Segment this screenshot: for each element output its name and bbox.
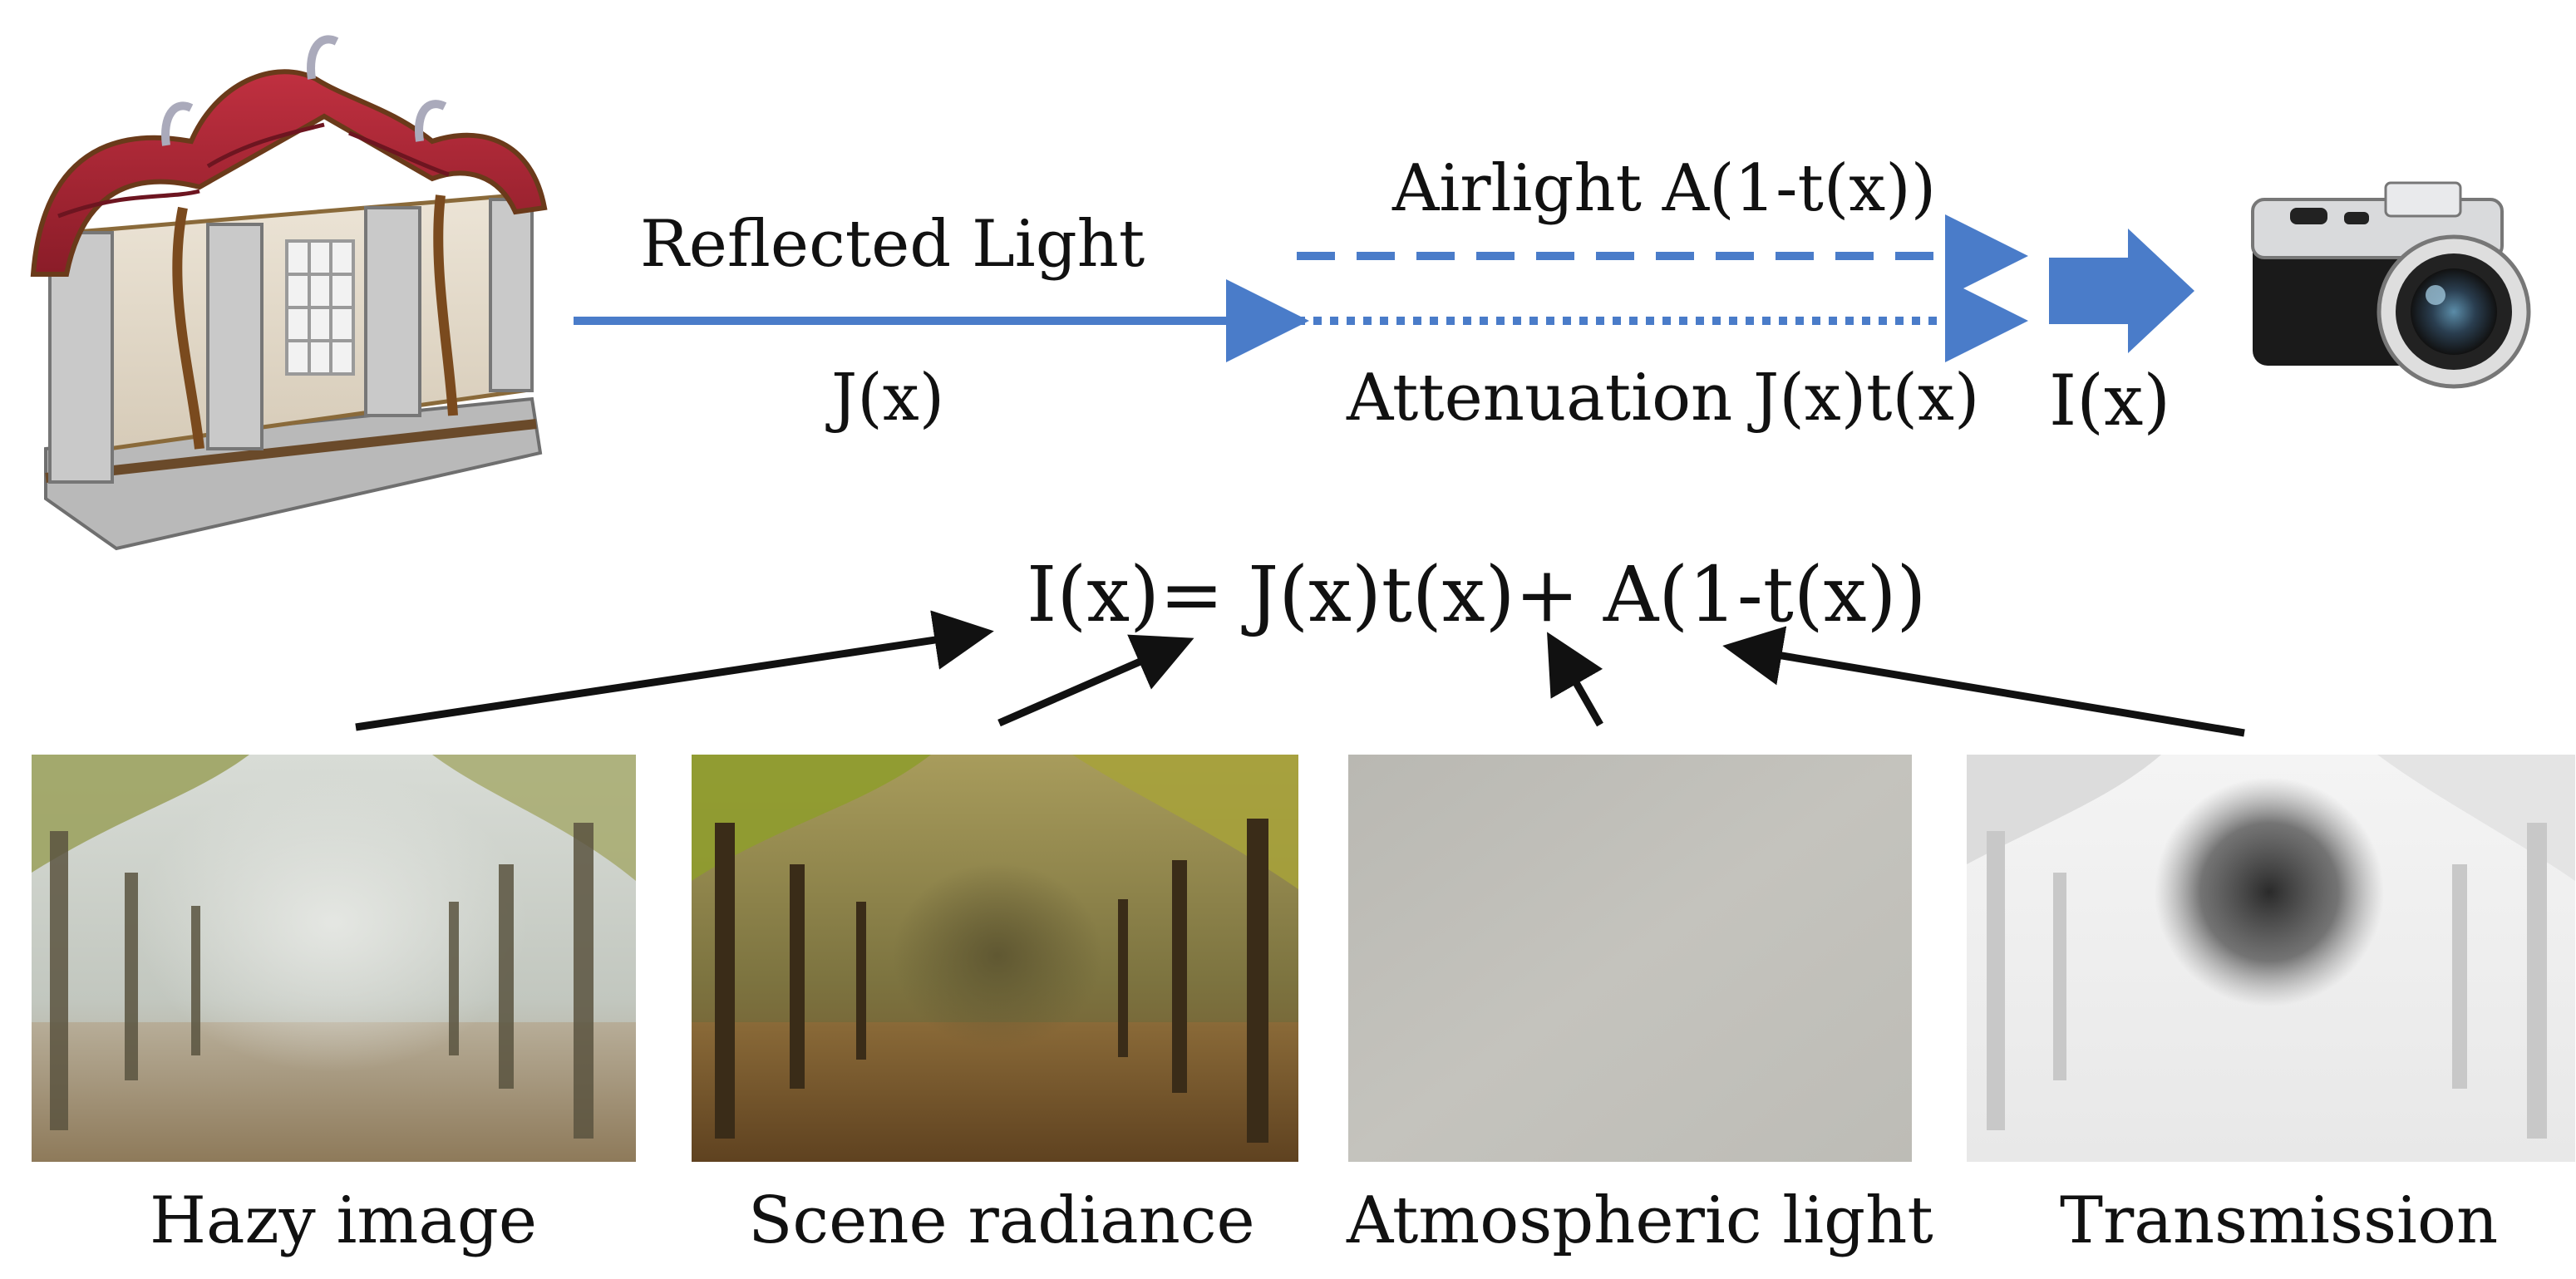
arrow-transmission-to-equation [1722,626,2245,737]
attenuation-label: Attenuation J(x)t(x) [1347,361,1980,435]
arrow-radiance-to-equation [997,634,1194,727]
house-illustration [30,35,548,551]
panel-caption-transmission: Transmission [2060,1183,2499,1258]
arrow-atmospheric-to-equation [1547,632,1603,727]
panel-caption-hazy: Hazy image [150,1183,537,1258]
transmission-panel [1967,731,2575,1162]
reflected-light-label: Reflected Light [640,207,1145,282]
i-of-x-label: I(x) [2049,360,2171,441]
panel-caption-radiance: Scene radiance [748,1183,1255,1258]
hazy-image-panel [32,755,636,1162]
arrow-hazy-to-equation [355,610,994,731]
panel-caption-atmospheric: Atmospheric light [1347,1183,1933,1258]
light-path-arrows [574,214,2194,362]
scene-radiance-panel [692,755,1298,1162]
j-of-x-label: J(x) [831,361,945,435]
equation-arrows [355,610,2245,737]
airlight-label: Airlight A(1-t(x)) [1392,151,1937,226]
camera-illustration [2251,181,2531,389]
haze-equation: I(x)= J(x)t(x)+ A(1-t(x)) [1027,550,1927,639]
atmospheric-light-panel [1348,755,1912,1162]
block-arrow-to-camera [2049,229,2194,353]
